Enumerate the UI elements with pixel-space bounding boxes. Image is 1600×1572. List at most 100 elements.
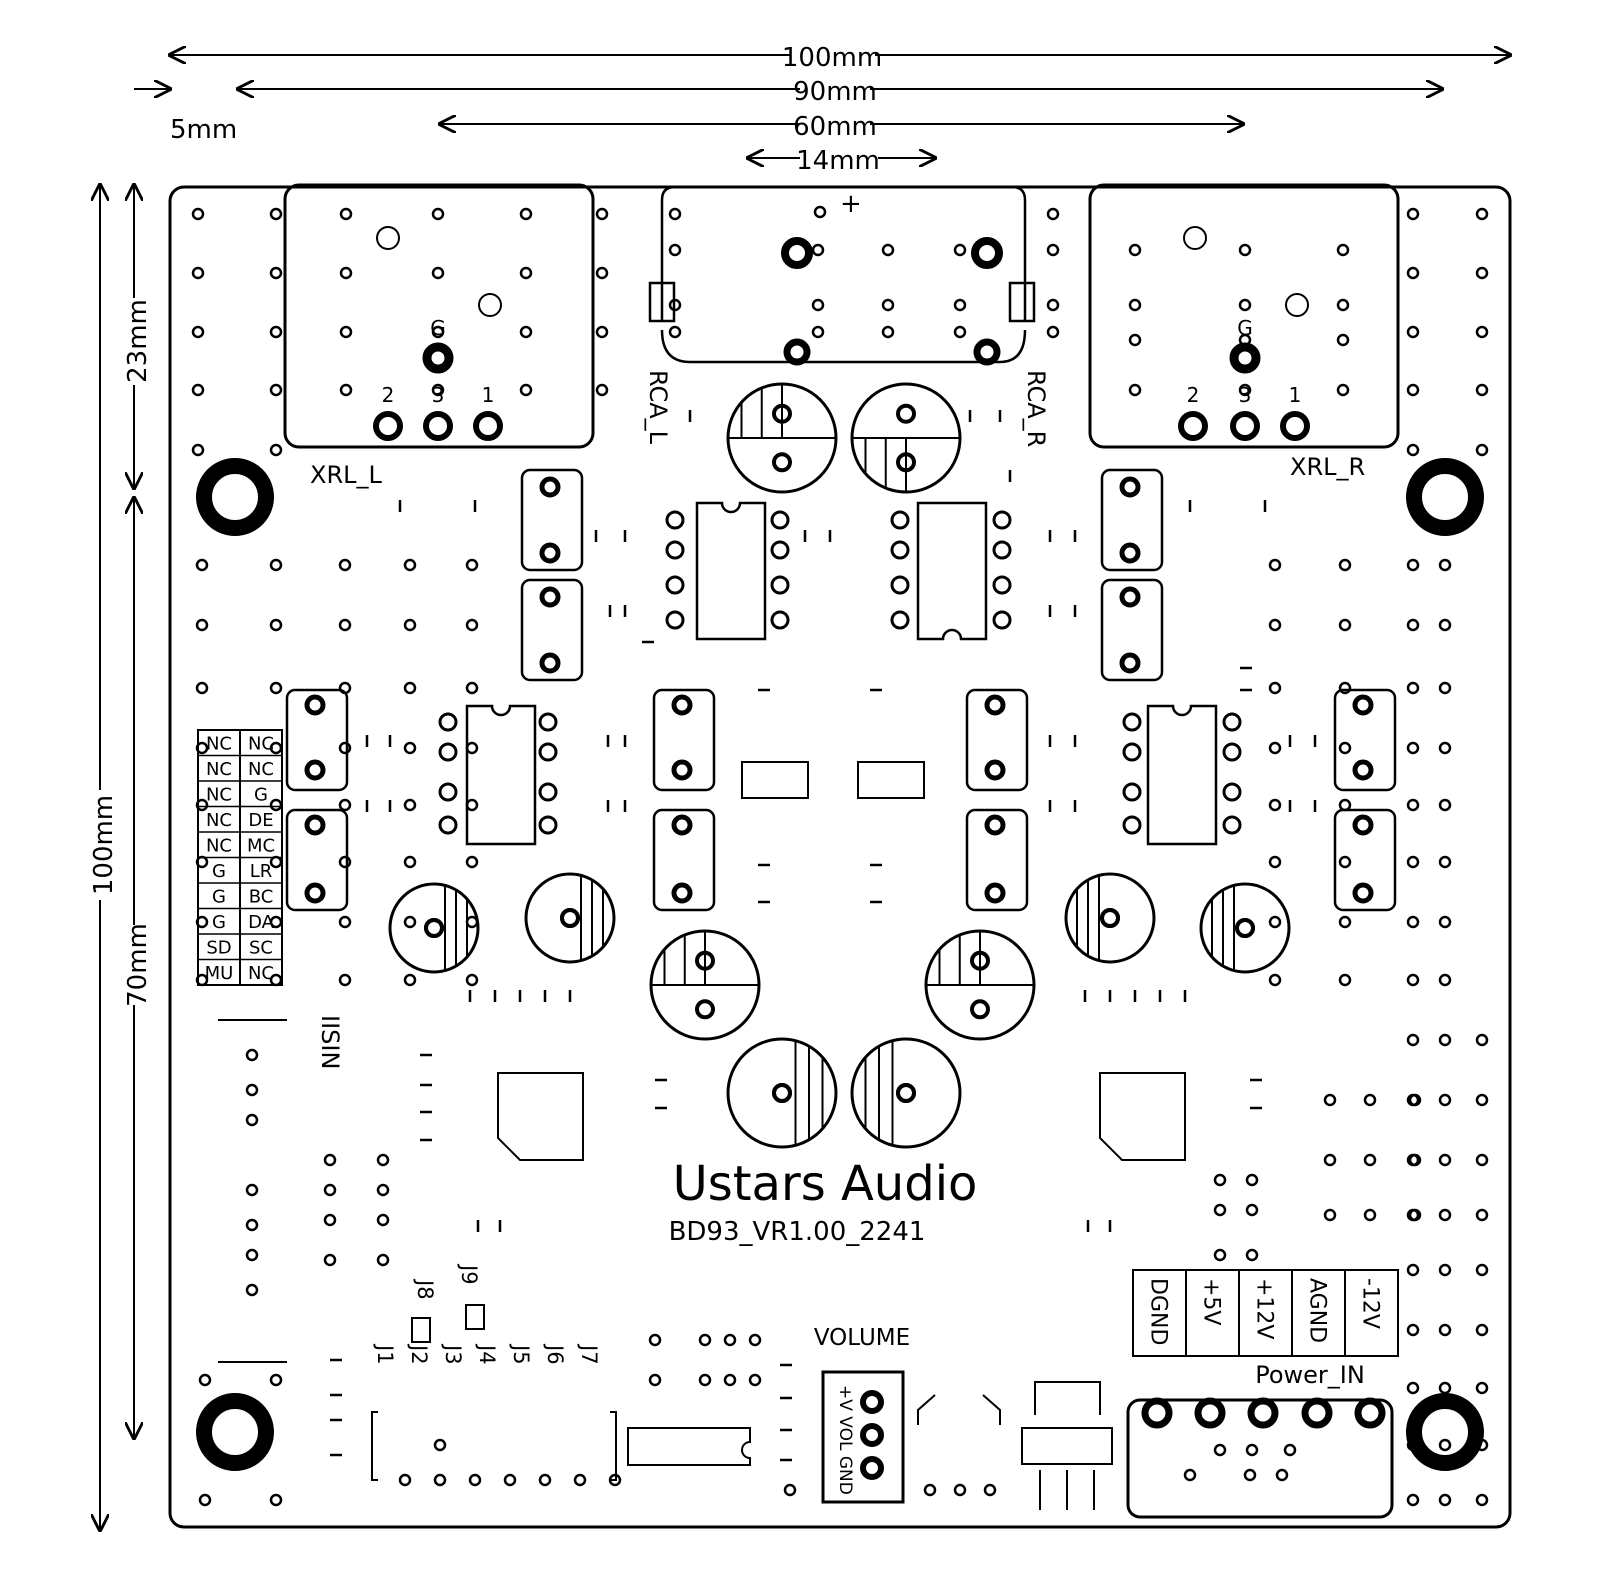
via-pad bbox=[1363, 1208, 1377, 1222]
via-pad bbox=[890, 510, 910, 530]
via-pad bbox=[339, 325, 353, 339]
via-pad bbox=[1406, 741, 1420, 755]
relay-outline bbox=[652, 808, 716, 912]
mounting-hole-top-right bbox=[1406, 458, 1484, 536]
via-pad bbox=[1438, 798, 1452, 812]
via-pad bbox=[1475, 1093, 1489, 1107]
via-pad bbox=[1475, 1323, 1489, 1337]
smd-ic-left bbox=[741, 761, 809, 799]
via-pad bbox=[1046, 325, 1060, 339]
dim-height-100: 100mm bbox=[89, 795, 119, 895]
mounting-hole-bottom-left bbox=[196, 1393, 274, 1471]
via-pad bbox=[465, 681, 479, 695]
via-pad bbox=[269, 383, 283, 397]
via-pad bbox=[245, 1048, 259, 1062]
electrolytic-capacitor bbox=[850, 1037, 962, 1149]
via-pad bbox=[538, 815, 558, 835]
via-pad bbox=[1475, 1153, 1489, 1167]
via-pad bbox=[1268, 618, 1282, 632]
via-pad bbox=[1363, 1153, 1377, 1167]
via-pad bbox=[1475, 207, 1489, 221]
via-pad bbox=[195, 681, 209, 695]
i2s-pin-label: BC bbox=[249, 887, 274, 908]
via-pad bbox=[1438, 681, 1452, 695]
xlr-right-connector bbox=[1088, 183, 1400, 449]
jumper-j9-pad bbox=[465, 1304, 485, 1330]
via-pad bbox=[1438, 1438, 1452, 1452]
dim-height-70: 70mm bbox=[123, 923, 153, 1007]
relay-outline bbox=[1100, 468, 1164, 572]
power-pad bbox=[1194, 1397, 1226, 1429]
via-pad bbox=[748, 1373, 762, 1387]
via-pad bbox=[1352, 814, 1374, 836]
i2s-pin-label: DE bbox=[248, 810, 273, 831]
via-pad bbox=[323, 1153, 337, 1167]
relay-outline bbox=[965, 688, 1029, 792]
via-pad bbox=[1438, 915, 1452, 929]
via-pad bbox=[403, 741, 417, 755]
connector-labels: XRL_L XRL_R RCA_L RCA_R + G G 2 3 1 2 3 … bbox=[310, 189, 1365, 489]
xlr-left-pin-1: 1 bbox=[482, 383, 495, 407]
via-pad bbox=[648, 1333, 662, 1347]
via-pad bbox=[245, 1083, 259, 1097]
dip-ic bbox=[1146, 704, 1218, 846]
via-pad bbox=[671, 694, 693, 716]
via-pad bbox=[923, 1483, 937, 1497]
dim-offset-5: 5mm bbox=[170, 115, 237, 145]
xlr-left-label: XRL_L bbox=[310, 461, 382, 489]
via-pad bbox=[1213, 1443, 1227, 1457]
via-pad bbox=[269, 443, 283, 457]
via-pad bbox=[1245, 1173, 1259, 1187]
via-pad bbox=[1323, 1153, 1337, 1167]
via-pad bbox=[983, 1483, 997, 1497]
dip-ic bbox=[916, 501, 988, 641]
xlr-right-label: XRL_R bbox=[1290, 453, 1365, 481]
via-pad bbox=[339, 207, 353, 221]
i2s-pin-label: NC bbox=[206, 734, 232, 755]
electrolytic-capacitors bbox=[388, 382, 1291, 1149]
via-pad bbox=[1046, 243, 1060, 257]
via-pad bbox=[668, 298, 682, 312]
via-pad bbox=[1222, 815, 1242, 835]
via-pad bbox=[1128, 333, 1142, 347]
via-pad bbox=[1268, 973, 1282, 987]
via-pad bbox=[468, 1473, 482, 1487]
via-pad bbox=[1406, 915, 1420, 929]
via-pad bbox=[984, 814, 1006, 836]
via-pad bbox=[1323, 1208, 1337, 1222]
via-pad bbox=[323, 1213, 337, 1227]
rca-left-label: RCA_L bbox=[644, 370, 672, 445]
via-pad bbox=[1268, 798, 1282, 812]
dim-width-100: 100mm bbox=[782, 43, 882, 73]
via-pad bbox=[1352, 882, 1374, 904]
via-pad bbox=[984, 694, 1006, 716]
mounting-holes bbox=[196, 458, 1484, 1471]
power-pin-label: DGND bbox=[1146, 1278, 1171, 1345]
via-pad bbox=[1475, 1381, 1489, 1395]
via-pad bbox=[1128, 298, 1142, 312]
relay-outline bbox=[285, 688, 349, 792]
via-pad bbox=[1268, 741, 1282, 755]
via-pad bbox=[1406, 1323, 1420, 1337]
via-pad bbox=[723, 1333, 737, 1347]
via-pad bbox=[1406, 558, 1420, 572]
dimension-labels: 100mm 90mm 60mm 14mm 5mm 100mm 23mm 70mm bbox=[89, 43, 882, 1007]
i2s-pin-label: G bbox=[212, 861, 226, 882]
rca-connector bbox=[648, 185, 1036, 366]
via-pad bbox=[1238, 298, 1252, 312]
via-pad bbox=[431, 266, 445, 280]
via-pad bbox=[269, 558, 283, 572]
via-pad bbox=[1408, 1153, 1422, 1167]
dim-width-14: 14mm bbox=[796, 146, 880, 176]
i2s-pin-label: G bbox=[212, 887, 226, 908]
via-pad bbox=[198, 1373, 212, 1387]
electrolytic-capacitor bbox=[524, 872, 616, 964]
via-pad bbox=[269, 1373, 283, 1387]
electrolytic-capacitor bbox=[1199, 882, 1291, 974]
via-pad bbox=[465, 798, 479, 812]
via-pad bbox=[191, 383, 205, 397]
via-pad bbox=[438, 782, 458, 802]
trimmer-left bbox=[497, 1072, 584, 1161]
via-pad bbox=[1243, 1468, 1257, 1482]
via-pad bbox=[1438, 1208, 1452, 1222]
